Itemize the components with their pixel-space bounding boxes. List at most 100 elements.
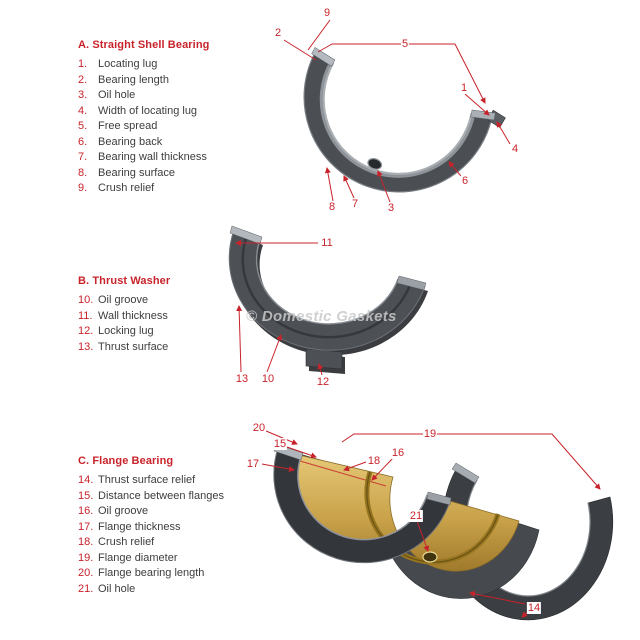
legend-item-number: 21. — [78, 582, 94, 595]
straight-shell-bearing-illustration — [303, 47, 506, 193]
callout-4: 4 — [510, 143, 520, 155]
legend-item-label: Oil hole — [98, 582, 136, 595]
legend-item-number: 5. — [78, 120, 88, 132]
legend-item: 8. Bearing surface — [78, 166, 298, 182]
legend-item-number: 9. — [78, 182, 88, 194]
leader-line — [286, 446, 317, 459]
legend-item: 4. Width of locating lug — [78, 104, 298, 120]
washer-end-face-right — [396, 275, 427, 291]
legend-item-label: Bearing length — [98, 73, 169, 86]
callout-6: 6 — [460, 175, 470, 187]
callout-10: 10 — [260, 373, 276, 385]
legend-item-label: Bearing wall thickness — [98, 151, 207, 163]
washer-inner-edge — [255, 239, 399, 325]
shell-inner-surface — [319, 60, 476, 178]
callout-7: 7 — [350, 198, 360, 210]
legend-item-label: Width of locating lug — [98, 104, 198, 117]
leader-line — [307, 19, 331, 51]
leader-line — [448, 161, 462, 177]
section-a-legend: A. Straight Shell Bearing 1. Locating lug… — [78, 39, 298, 197]
legend-item-label: Bearing surface — [98, 166, 176, 179]
callout-14: 14 — [526, 602, 542, 614]
legend-item-label: Flange thickness — [98, 520, 181, 533]
callout-18: 18 — [366, 455, 382, 467]
callout-11: 11 — [320, 237, 334, 249]
legend-item-number: 2. — [78, 73, 88, 86]
legend-item: 17.Flange thickness — [78, 520, 298, 536]
legend-item-number: 14. — [78, 474, 94, 486]
flange-bearing-illustration — [273, 443, 614, 621]
leader-line — [265, 430, 298, 445]
leader-line — [496, 121, 511, 145]
callout-1: 1 — [459, 82, 469, 94]
callout-15: 15 — [272, 438, 288, 450]
washer-oil-groove — [241, 234, 413, 339]
legend-item-number: 8. — [78, 166, 88, 179]
callout-9: 9 — [322, 7, 332, 19]
shell-callout-lines — [283, 19, 511, 203]
legend-item: 16. Oil groove — [78, 504, 298, 520]
legend-item-number: 3. — [78, 89, 88, 101]
legend-item-label: Thrust surface relief — [98, 474, 196, 486]
leader-line — [261, 463, 295, 473]
legend-item-number: 6. — [78, 135, 88, 148]
legend-item-label: Locking lug — [98, 325, 154, 337]
legend-item-label: Crush relief — [98, 182, 155, 194]
legend-item: 5. Free spread — [78, 119, 298, 135]
legend-item: 13.Thrust surface — [78, 340, 298, 356]
callout-19: 19 — [422, 428, 438, 440]
thrust-washer-illustration — [228, 225, 428, 374]
callout-17: 17 — [245, 458, 261, 470]
legend-item: 7. Bearing wall thickness — [78, 150, 298, 166]
far-flange-end-face — [451, 462, 480, 484]
leader-line — [416, 520, 430, 552]
flange-callout-lines — [261, 430, 601, 618]
leader-line — [377, 170, 391, 203]
legend-item: 14. Thrust surface relief — [78, 473, 298, 489]
legend-item-label: Free spread — [98, 120, 158, 132]
legend-item-number: 4. — [78, 104, 88, 117]
callout-8: 8 — [327, 201, 337, 213]
leader-line — [324, 167, 334, 202]
callout-16: 16 — [390, 447, 406, 459]
legend-item-number: 16. — [78, 505, 94, 517]
callout-13: 13 — [234, 373, 250, 385]
watermark: © Domestic Gaskets — [246, 308, 397, 325]
leader-line — [464, 93, 490, 116]
section-b-legend: B. Thrust Washer 10.Oil groove 11.Wall t… — [78, 275, 298, 355]
shell-end-face-left — [311, 47, 336, 67]
legend-item-number: 1. — [78, 58, 88, 70]
leader-line — [236, 305, 243, 373]
legend-item: 1. Locating lug — [78, 57, 298, 73]
legend-item: 11. Wall thickness — [78, 309, 298, 325]
section-b-title: B. Thrust Washer — [78, 275, 171, 287]
legend-item-label: Locating lug — [98, 58, 158, 70]
leader-line — [317, 363, 324, 376]
leader-line — [371, 457, 394, 481]
legend-item-number: 7. — [78, 151, 88, 163]
legend-item-number: 10. — [78, 294, 94, 306]
near-flange-end-face-right — [426, 491, 452, 506]
legend-item-label: Bearing back — [98, 135, 163, 148]
legend-item: 21. Oil hole — [78, 582, 298, 598]
washer-outer-edge — [228, 229, 426, 351]
washer-callout-lines — [235, 240, 324, 376]
legend-item-label: Wall thickness — [98, 309, 168, 322]
legend-item-label: Thrust surface — [98, 340, 169, 353]
callout-12: 12 — [315, 376, 331, 388]
flange-oil-groove-center — [366, 471, 499, 563]
shell-body — [303, 51, 493, 193]
section-a-title: A. Straight Shell Bearing — [78, 39, 210, 51]
callout-2: 2 — [273, 27, 283, 39]
callout-5: 5 — [400, 38, 410, 50]
legend-item: 6. Bearing back — [78, 135, 298, 151]
legend-item: 3.Oil hole — [78, 88, 298, 104]
legend-item-label: Crush relief — [98, 536, 155, 548]
legend-item-number: 11. — [78, 309, 93, 322]
legend-item: 2. Bearing length — [78, 73, 298, 89]
legend-item-label: Distance between flanges — [98, 489, 224, 502]
legend-item-number: 20. — [78, 567, 94, 579]
legend-item-label: Oil groove — [98, 505, 149, 517]
legend-item: 18.Crush relief — [78, 535, 298, 551]
